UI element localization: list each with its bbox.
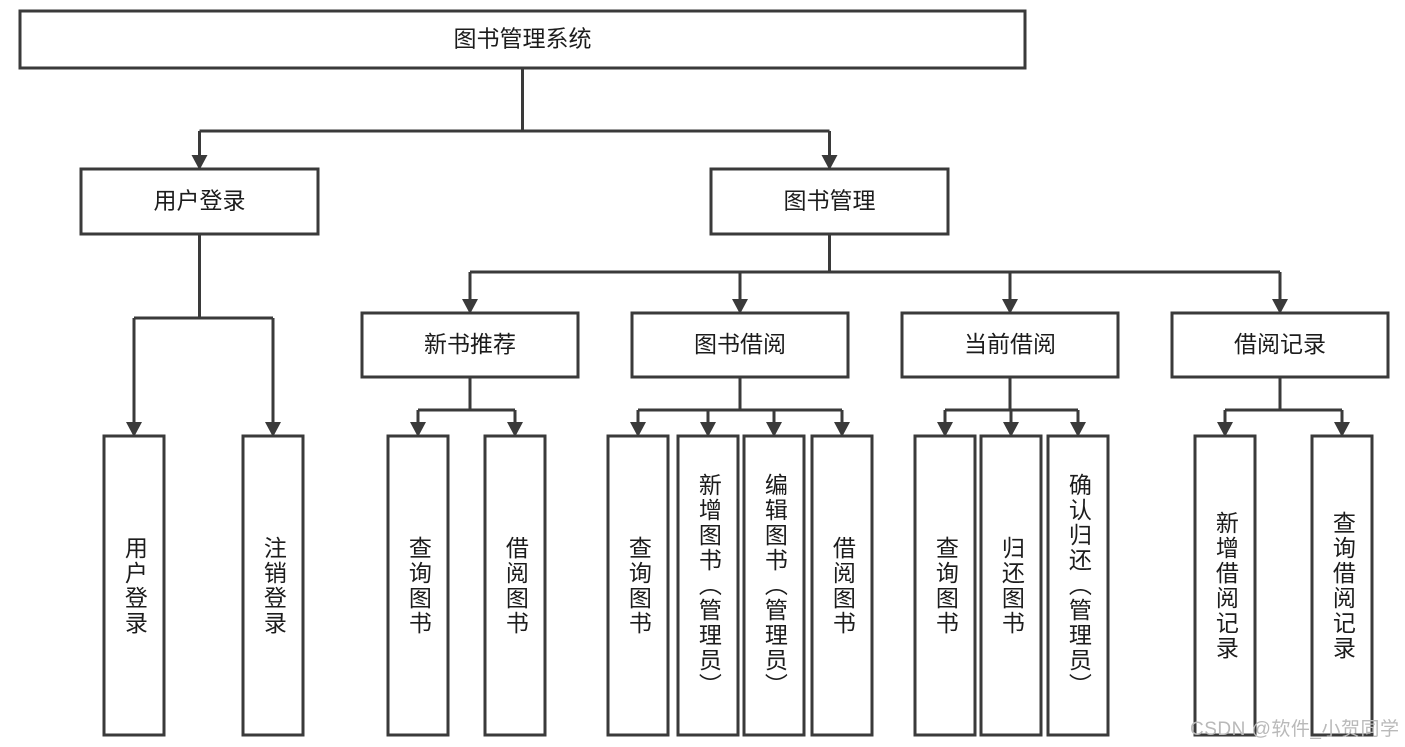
arrow-head-icon [507, 422, 523, 437]
connector-group-root [191, 68, 838, 170]
node-box[interactable] [386, 434, 450, 737]
arrow-head-icon [766, 422, 782, 437]
arrow-head-icon [1070, 422, 1086, 437]
arrow-head-icon [126, 422, 142, 437]
node-leaf-query-record[interactable] [1310, 434, 1374, 737]
arrow-head-icon [410, 422, 426, 437]
node-leaf-query-book-2[interactable] [606, 434, 670, 737]
node-box[interactable] [979, 434, 1043, 737]
node-box[interactable] [1193, 434, 1257, 737]
node-box[interactable] [676, 434, 740, 737]
connector-group-book-borrow [630, 377, 850, 437]
arrow-head-icon [1217, 422, 1233, 437]
arrow-head-icon [1272, 299, 1288, 314]
node-label: 新书推荐 [424, 331, 516, 357]
arrow-head-icon [191, 155, 208, 170]
arrow-head-icon [834, 422, 850, 437]
node-box[interactable] [913, 434, 977, 737]
node-box[interactable] [606, 434, 670, 737]
node-box[interactable] [18, 9, 1027, 70]
connector-group-current-borrow [937, 377, 1086, 437]
node-leaf-confirm-return[interactable] [1046, 434, 1110, 737]
node-box[interactable] [709, 167, 950, 236]
node-box[interactable] [742, 434, 806, 737]
arrow-head-icon [732, 299, 748, 314]
node-leaf-borrow-book-2[interactable] [810, 434, 874, 737]
connector-group-book-manage [462, 234, 1288, 314]
node-box[interactable] [79, 167, 320, 236]
node-borrow-record[interactable]: 借阅记录 [1170, 311, 1390, 379]
node-box[interactable] [102, 434, 166, 737]
node-box[interactable] [1170, 311, 1390, 379]
arrow-head-icon [630, 422, 646, 437]
node-label: 图书管理 [784, 188, 876, 214]
node-box[interactable] [1310, 434, 1374, 737]
node-label: 当前借阅 [964, 331, 1056, 357]
node-book-manage[interactable]: 图书管理 [709, 167, 950, 236]
arrow-head-icon [700, 422, 716, 437]
node-book-borrow[interactable]: 图书借阅 [630, 311, 850, 379]
arrow-head-icon [1002, 299, 1018, 314]
node-box[interactable] [630, 311, 850, 379]
node-current-borrow[interactable]: 当前借阅 [900, 311, 1120, 379]
node-label: 图书借阅 [694, 331, 786, 357]
node-leaf-add-record[interactable] [1193, 434, 1257, 737]
node-box[interactable] [483, 434, 547, 737]
connector-group-borrow-record [1217, 377, 1350, 437]
node-label: 用户登录 [154, 188, 246, 214]
arrow-head-icon [1334, 422, 1350, 437]
node-box[interactable] [900, 311, 1120, 379]
node-leaf-edit-book[interactable] [742, 434, 806, 737]
arrow-head-icon [821, 155, 838, 170]
node-leaf-query-book-3[interactable] [913, 434, 977, 737]
node-user-login[interactable]: 用户登录 [79, 167, 320, 236]
connector-group-new-book-rec [410, 377, 523, 437]
node-leaf-query-book-1[interactable] [386, 434, 450, 737]
node-box[interactable] [241, 434, 305, 737]
node-box[interactable] [1046, 434, 1110, 737]
node-label: 图书管理系统 [454, 26, 592, 52]
node-root[interactable]: 图书管理系统 [18, 9, 1027, 70]
node-leaf-user-login[interactable] [102, 434, 166, 737]
connector-group-user-login [126, 234, 281, 437]
node-new-book-rec[interactable]: 新书推荐 [360, 311, 580, 379]
node-leaf-borrow-book-1[interactable] [483, 434, 547, 737]
node-leaf-return-book[interactable] [979, 434, 1043, 737]
node-leaf-logout[interactable] [241, 434, 305, 737]
node-box[interactable] [360, 311, 580, 379]
node-label: 借阅记录 [1234, 331, 1326, 357]
arrow-head-icon [265, 422, 281, 437]
arrow-head-icon [462, 299, 478, 314]
arrow-head-icon [1003, 422, 1019, 437]
node-leaf-add-book[interactable] [676, 434, 740, 737]
node-box[interactable] [810, 434, 874, 737]
watermark-text: CSDN @软件_小贺同学 [1190, 719, 1400, 740]
arrow-head-icon [937, 422, 953, 437]
